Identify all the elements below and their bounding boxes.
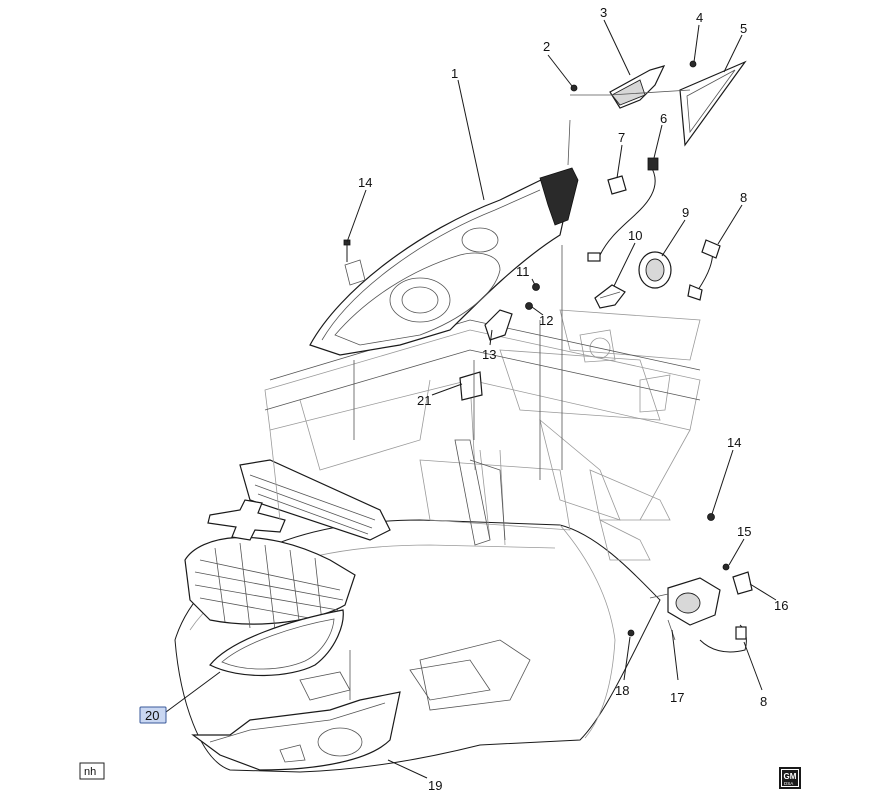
callout-21: 21 — [417, 393, 431, 408]
bolt-part-14-upper — [343, 239, 351, 262]
headlamp-assembly — [309, 167, 579, 356]
callout-13: 13 — [482, 347, 496, 362]
fog-harness-part-8 — [699, 624, 747, 653]
callout-2: 2 — [543, 39, 550, 54]
callout-14-upper: 14 — [358, 175, 372, 190]
callout-7: 7 — [618, 130, 625, 145]
clip-part-12 — [525, 302, 533, 310]
callout-15: 15 — [737, 524, 751, 539]
connector-part-7 — [607, 175, 627, 195]
fog-lamp-part-17 — [649, 577, 721, 641]
socket-harness-part-8 — [687, 239, 721, 301]
screw-part-4 — [689, 60, 697, 68]
bulb-part-10 — [594, 284, 626, 309]
bolt-part-14-lower — [707, 513, 715, 521]
callout-18: 18 — [615, 683, 629, 698]
callout-17: 17 — [670, 690, 684, 705]
callout-20: 20 — [145, 708, 159, 723]
callout-3: 3 — [600, 5, 607, 20]
diagram-tag-label: nh — [84, 766, 96, 778]
wiring-harness-part-6 — [587, 157, 659, 262]
callout-11: 11 — [516, 264, 530, 279]
clip-part-18 — [627, 629, 635, 637]
nut-part-11 — [532, 283, 540, 291]
callout-4: 4 — [696, 10, 703, 25]
gm-logo-text-bottom: DSA — [784, 781, 793, 786]
bracket-part-13 — [484, 309, 513, 341]
fog-lamp-bezel-part-19 — [191, 691, 401, 771]
callout-5: 5 — [740, 21, 747, 36]
callout-10: 10 — [628, 228, 642, 243]
bracket-part-3 — [609, 65, 666, 109]
callout-9: 9 — [682, 205, 689, 220]
callout-8-upper: 8 — [740, 190, 747, 205]
screw-part-15 — [722, 563, 730, 571]
vehicle-body-structure — [174, 309, 701, 773]
callout-16: 16 — [774, 598, 788, 613]
callout-6: 6 — [660, 111, 667, 126]
gm-logo: GM DSA — [779, 767, 801, 789]
chevron-badge — [207, 499, 286, 541]
grommet-part-9 — [638, 251, 672, 289]
diagram-tag: nh — [79, 762, 105, 780]
fog-ring-part-20 — [209, 609, 344, 677]
callout-12: 12 — [539, 313, 553, 328]
callout-labels: 1 2 3 4 5 6 7 8 9 10 11 12 13 14 14 15 1… — [139, 5, 788, 793]
trim-part-5 — [679, 60, 747, 147]
callout-8-lower: 8 — [760, 694, 767, 709]
socket-part-16 — [732, 571, 753, 595]
bolt-part-2 — [570, 84, 578, 92]
bracket-part-21 — [459, 371, 483, 401]
callout-19: 19 — [428, 778, 442, 793]
gm-logo-text-top: GM — [784, 772, 797, 781]
leader-lines — [165, 19, 777, 779]
callout-20-highlight: 20 — [139, 706, 167, 724]
callout-14-lower: 14 — [727, 435, 741, 450]
callout-1: 1 — [451, 66, 458, 81]
